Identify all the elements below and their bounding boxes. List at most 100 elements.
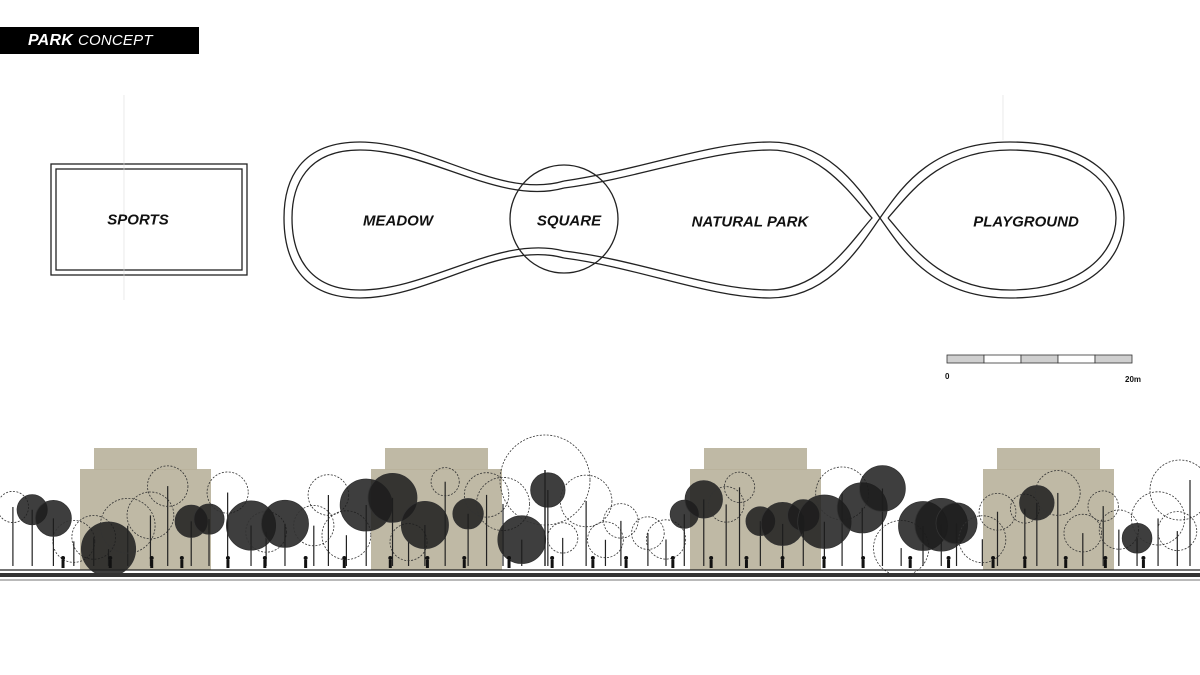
building (385, 448, 488, 470)
tree-canopy (958, 515, 1007, 564)
title-light: CONCEPT (77, 32, 153, 49)
person-figure (507, 560, 511, 568)
person-figure (61, 560, 65, 568)
person-figure (709, 560, 713, 568)
square-zone (509, 164, 619, 274)
person-figure (780, 556, 785, 560)
person-figure (180, 560, 184, 568)
person-figure (462, 560, 466, 568)
tree-canopy (1087, 490, 1119, 522)
person-figure (822, 560, 826, 568)
zone-label-square: SQUARE (536, 212, 602, 230)
tree-canopy (206, 471, 249, 514)
person-figure (709, 556, 714, 560)
person-figure (303, 556, 308, 560)
scale-bar (946, 354, 1133, 364)
person-figure (179, 556, 184, 560)
scale-end-label: 20m (1125, 375, 1142, 384)
zone-label-natural-park: NATURAL PARK (691, 213, 809, 231)
tree-canopy (35, 499, 72, 537)
tree-canopy (499, 434, 591, 526)
person-figure (1063, 556, 1068, 560)
person-figure (342, 560, 346, 568)
person-figure (744, 560, 748, 568)
building (704, 448, 807, 470)
tree-canopy (400, 500, 449, 549)
person-figure (947, 560, 951, 568)
person-figure (861, 560, 865, 568)
person-figure (425, 560, 429, 568)
building (997, 448, 1100, 470)
person-figure (781, 560, 785, 568)
tree-canopy (99, 497, 156, 554)
tree-canopy (367, 472, 418, 523)
tree-canopy (935, 502, 978, 545)
tree-canopy (497, 515, 547, 564)
person-figure (388, 560, 392, 568)
person-figure (108, 560, 112, 568)
person-figure (1064, 560, 1068, 568)
person-figure (263, 560, 267, 568)
tree-canopy (859, 465, 906, 512)
tree-canopy (1157, 511, 1198, 551)
tree-canopy (430, 467, 460, 497)
tree-canopy (1149, 459, 1200, 521)
tree-canopy (559, 474, 613, 528)
person-figure (670, 556, 675, 560)
tree-canopy (193, 503, 225, 535)
person-figure (908, 556, 913, 560)
person-figure (304, 560, 308, 568)
tree-canopy (1131, 491, 1186, 546)
tree-canopy (631, 516, 665, 550)
person-figure (1103, 560, 1107, 568)
person-figure (991, 556, 996, 560)
zone-label-sports: SPORTS (107, 211, 169, 229)
person-figure (225, 556, 230, 560)
building (94, 448, 197, 470)
building (983, 469, 1114, 570)
site-section-elevation (0, 434, 1200, 581)
sports-zone (50, 163, 248, 276)
person-figure (149, 556, 154, 560)
tree-canopy (1019, 485, 1055, 521)
person-figure (1023, 560, 1027, 568)
person-figure (908, 560, 912, 568)
person-figure (1022, 556, 1027, 560)
tree-canopy (978, 492, 1017, 531)
tree-canopy (1035, 470, 1081, 516)
person-figure (388, 556, 393, 560)
person-figure (507, 556, 512, 560)
tree-canopy (261, 499, 309, 548)
tree-canopy (126, 491, 175, 540)
tree-canopy (293, 505, 335, 547)
tree-canopy (603, 503, 639, 539)
person-figure (150, 560, 154, 568)
person-figure (991, 560, 995, 568)
person-figure (462, 556, 467, 560)
tree-canopy (530, 472, 566, 508)
tree-canopy (476, 477, 530, 531)
tree-canopy (645, 519, 687, 560)
person-figure (1103, 556, 1108, 560)
person-figure (590, 556, 595, 560)
person-figure (624, 560, 628, 568)
person-figure (1141, 556, 1146, 560)
person-figure (591, 560, 595, 568)
tree-canopy (587, 521, 624, 559)
tree-canopy (1063, 513, 1103, 553)
zone-label-playground: PLAYGROUND (973, 213, 1079, 231)
person-figure (550, 556, 555, 560)
person-figure (550, 560, 554, 568)
person-figure (861, 556, 866, 560)
title-bold: PARK (28, 32, 73, 49)
zone-label-meadow: MEADOW (363, 212, 433, 230)
tree-canopy (547, 522, 579, 554)
person-figure (262, 556, 267, 560)
tree-canopy (463, 472, 510, 518)
scale-start-label: 0 (945, 372, 950, 381)
person-figure (946, 556, 951, 560)
tree-canopy (708, 486, 745, 523)
park-loop-path (283, 141, 1125, 299)
